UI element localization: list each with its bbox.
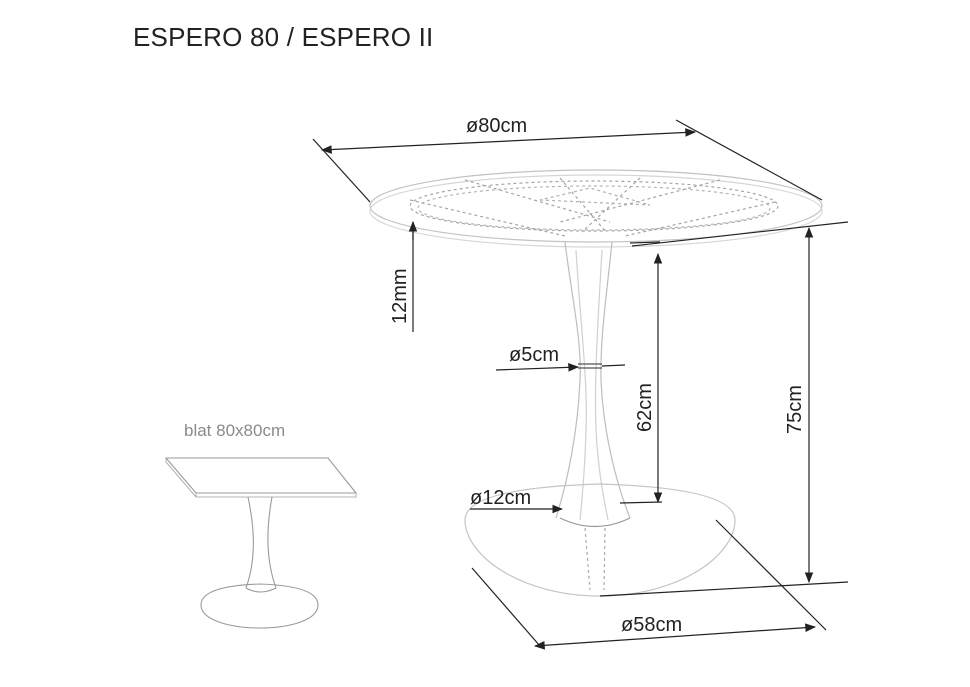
- variant-caption: blat 80x80cm: [184, 421, 286, 440]
- column-diameter-label: ø5cm: [509, 344, 559, 366]
- square-table-variant: [164, 457, 358, 629]
- column-base-diameter-label: ø12cm: [470, 487, 532, 509]
- total-height-label: 75cm: [784, 385, 806, 434]
- round-table-top: [369, 169, 823, 248]
- base-diameter-label: ø58cm: [621, 614, 683, 636]
- dimension-lines: [312, 119, 849, 650]
- top-thickness-label: 12mm: [389, 268, 411, 324]
- page-title: ESPERO 80 / ESPERO II: [133, 22, 434, 52]
- top-diameter-label: ø80cm: [466, 115, 528, 137]
- table-column: [555, 241, 631, 521]
- column-height-label: 62cm: [634, 383, 656, 432]
